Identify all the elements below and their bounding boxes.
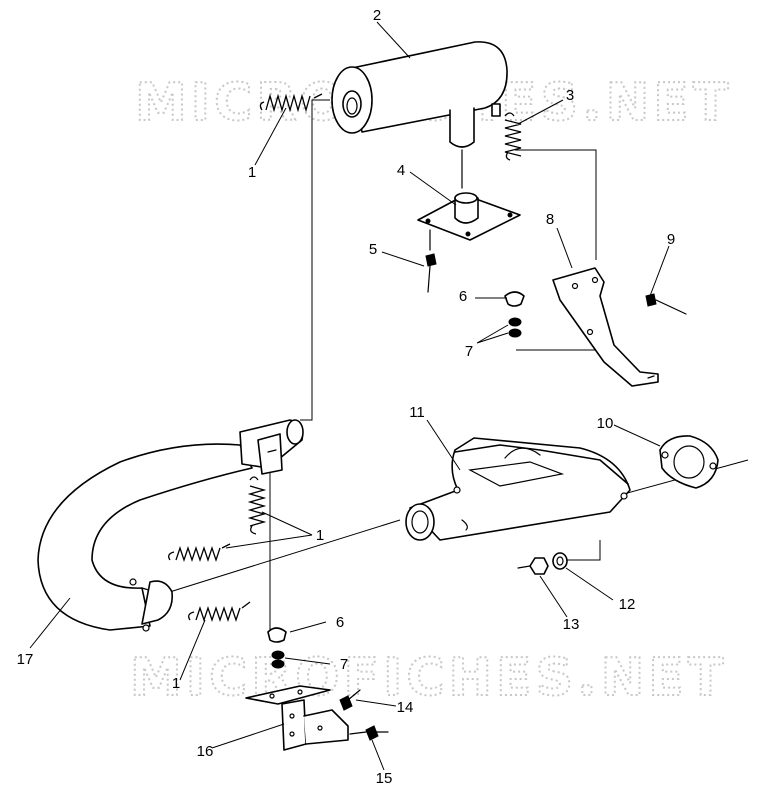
- spring-3: [504, 112, 522, 161]
- bolt-9: [645, 293, 687, 315]
- callout-9: 9: [667, 231, 675, 248]
- flange-nut: [517, 557, 549, 575]
- spring-middle: [168, 543, 231, 563]
- callout-11: 11: [409, 404, 425, 421]
- gasket: [659, 435, 719, 489]
- callout-16: 16: [197, 743, 214, 760]
- callout-15: 15: [376, 770, 393, 787]
- callout-2: 2: [373, 7, 381, 24]
- spring-lower: [188, 601, 251, 623]
- screw: [425, 229, 437, 293]
- bolt-15: [349, 725, 389, 741]
- exhaust-manifold: [405, 437, 631, 541]
- lower-bracket: [245, 685, 349, 751]
- callout-13: 13: [563, 616, 580, 633]
- callout-3: 3: [566, 87, 574, 104]
- watermark-bottom: MICROFICHES.NET: [130, 648, 727, 708]
- expansion-chamber: [37, 419, 304, 632]
- callout-7-lower: 7: [340, 656, 348, 673]
- callout-8: 8: [546, 211, 554, 228]
- callout-4: 4: [397, 162, 405, 179]
- callout-1-top: 1: [248, 164, 256, 181]
- callout-1-middle: 1: [316, 527, 324, 544]
- spring-vertical: [247, 476, 267, 535]
- bolt-14: [339, 689, 361, 711]
- spring-top: [259, 93, 323, 113]
- callout-labels: 2 1 3 4 5 6 7 8 9 10 11 1 1 6 7 14 16 15…: [17, 7, 676, 787]
- callout-10: 10: [597, 415, 614, 432]
- flange-washer: [552, 552, 568, 570]
- callout-17: 17: [17, 651, 34, 668]
- callout-14: 14: [397, 699, 414, 716]
- washers-upper: [508, 317, 522, 338]
- washers-lower: [271, 650, 285, 669]
- callout-leaders: [29, 21, 670, 771]
- callout-1-lower: 1: [172, 675, 180, 692]
- callout-6-upper: 6: [459, 288, 467, 305]
- callout-12: 12: [619, 596, 636, 613]
- callout-7-upper: 7: [465, 343, 473, 360]
- grommet-lower: [267, 627, 287, 643]
- muffler: [331, 41, 508, 148]
- bracket: [552, 267, 659, 387]
- callout-5: 5: [369, 241, 377, 258]
- assembly-lines: [159, 99, 749, 640]
- callout-6-lower: 6: [336, 614, 344, 631]
- grommet-upper: [504, 291, 525, 307]
- mount-plate: [417, 149, 521, 241]
